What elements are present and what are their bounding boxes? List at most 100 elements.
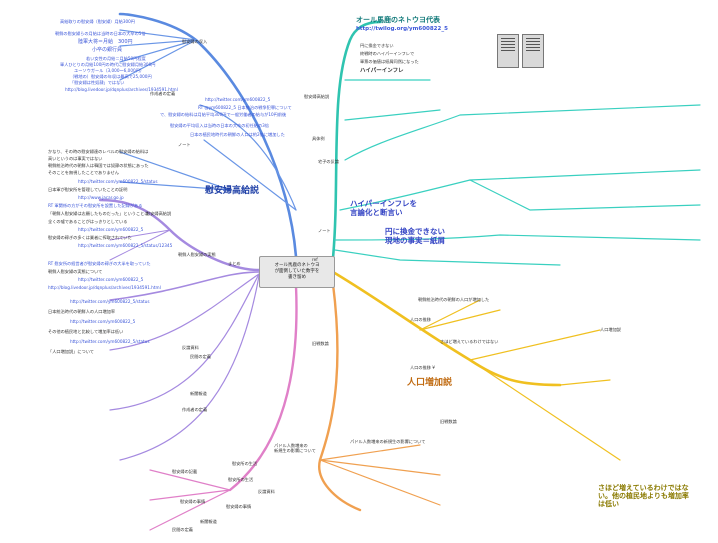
- central-topic-label: オール馬鹿のネトウヨ が面倒していた数字を 書き留め: [274, 263, 320, 280]
- node-label[interactable]: ハイパーインフレ: [360, 68, 404, 74]
- node-label[interactable]: 慰安婦の収入: [182, 39, 208, 44]
- node-label[interactable]: 旧戦数論: [312, 341, 329, 346]
- note-text[interactable]: で、慰安婦の給料は月給平均300円で一般労働者の給与が10円前後: [160, 112, 287, 117]
- note-text[interactable]: 朝鮮統治時代の朝鮮人は韓国では奴隷の状態にあった: [48, 163, 149, 168]
- branch-title-inflation[interactable]: ハイパーインフレを 言論化と断言い: [350, 199, 417, 217]
- central-topic[interactable]: オール馬鹿のネトウヨ が面倒していた数字を 書き留め: [259, 256, 335, 288]
- branch-title-exchange[interactable]: 円に換金できない 現地の事実＝紙屑: [385, 227, 445, 245]
- node-label[interactable]: 宅子の反論: [318, 159, 339, 164]
- node-label[interactable]: 慰安婦の事情: [226, 504, 252, 509]
- node-label[interactable]: 民間の定義: [172, 527, 193, 532]
- branch-blue-sub7: [119, 151, 231, 191]
- note-link[interactable]: http://twitter.com/ym600822_5: [78, 277, 144, 282]
- note-link[interactable]: http://twitter.com/ym600822_5: [70, 319, 136, 324]
- book-cover-2-icon: [522, 34, 544, 68]
- branch-teal-sub3: [344, 104, 701, 161]
- node-label[interactable]: 新聞報道: [200, 519, 217, 524]
- note-text[interactable]: 高いというのは事実ではない: [48, 156, 103, 161]
- note-link[interactable]: http://blog.livedoor.jp/dqnplus/archives…: [65, 87, 178, 92]
- note-text[interactable]: 朝鮮人慰安婦の実態について: [48, 269, 103, 274]
- node-label[interactable]: 慰安婦高給説: [146, 211, 172, 216]
- node-label[interactable]: 反論資料: [182, 345, 199, 350]
- node-label[interactable]: 具体例: [312, 136, 325, 141]
- note-link[interactable]: http://twitter.com/ym600822_5/status: [70, 299, 150, 304]
- note-text[interactable]: 朝鮮統治時代の朝鮮の人口が増加した: [418, 297, 490, 302]
- note-text[interactable]: （戦地の）慰安婦の年収は最高で25,000円: [70, 74, 152, 79]
- note-text[interactable]: 「慰安婦は性奴隷」ではない: [70, 80, 125, 85]
- branch-pink-sub1: [149, 469, 231, 491]
- branch-blue-sub8: [119, 181, 231, 191]
- note-text[interactable]: 「人口増加説」について: [48, 349, 94, 354]
- note-link[interactable]: http://www.jacar.go.jp: [78, 195, 124, 200]
- branch-title-main-blue[interactable]: 慰安婦高給説: [205, 186, 260, 196]
- note-text[interactable]: 日本軍が慰安所を管理していたことの証明: [48, 187, 128, 192]
- node-label[interactable]: 民間の定義: [190, 354, 211, 359]
- note-text[interactable]: 日本統治時代の朝鮮人の人口増加率: [48, 309, 116, 314]
- branch-teal-sub4: [339, 169, 701, 211]
- note-link[interactable]: http://twitter.com/ym600822_5: [205, 97, 271, 102]
- note-text[interactable]: RT 軍関係の方がその慰安所を設置した記録がある: [48, 203, 143, 208]
- node-label[interactable]: ノート: [318, 228, 331, 233]
- branch-title-url[interactable]: http://twilog.org/ym600822_5: [356, 26, 448, 32]
- note-text[interactable]: そのことを無視したことでありません: [48, 170, 119, 175]
- note-text[interactable]: 終戦時のハイパーインフレで: [360, 51, 415, 56]
- note-text[interactable]: RT @ym600822_5 日本統治の戦争犯罪について: [198, 105, 292, 110]
- note-text[interactable]: 日本の植民地時代の朝鮮の人口は約2倍に増加した: [190, 132, 285, 137]
- branch-title-teal[interactable]: オール馬鹿のネトウヨ代表: [356, 16, 440, 24]
- node-label[interactable]: 慰安所の生活: [232, 461, 258, 466]
- note-text[interactable]: 朝鮮の慰安婦らの月給は当時の日本の大卒の5倍: [55, 31, 146, 36]
- node-label[interactable]: 朝鮮人慰安婦の実態: [178, 252, 216, 257]
- note-text[interactable]: その他の植民地と比較して増加率は低い: [48, 329, 124, 334]
- node-label[interactable]: 慰安所の生活: [228, 477, 254, 482]
- note-text[interactable]: ユーソウガール（3,000〜6,000円）: [74, 68, 145, 73]
- note-text[interactable]: かなり、その時の慰安婦達のレベルの慰安婦の給料は: [48, 149, 149, 154]
- note-text[interactable]: 軍人ひとりの月給100円の時代に慰安婦月給300円: [60, 62, 156, 67]
- note-link[interactable]: http://twitter.com/ym600822_5/status: [78, 179, 158, 184]
- branch-yellow-sub4: [419, 309, 501, 331]
- note-text[interactable]: 慰安婦の稼ぎの多くは業者に搾取されていた: [48, 235, 132, 240]
- note-text[interactable]: 円に換金できない: [360, 43, 394, 48]
- note-link[interactable]: http://twitter.com/ym600822_5: [78, 227, 144, 232]
- note-link[interactable]: http://twitter.com/ym600822_5/status: [70, 339, 150, 344]
- branch-blue-main: [118, 12, 298, 259]
- node-label[interactable]: ノート: [178, 142, 191, 147]
- node-label[interactable]: パドル人数増来の 新規生の影響について: [274, 443, 316, 453]
- branch-yellow-main: [331, 270, 562, 387]
- note-text[interactable]: 陸軍大将＝月給 300円: [78, 39, 133, 45]
- branch-title-population[interactable]: 人口増加説: [407, 378, 453, 388]
- branch-pink-main: [228, 284, 298, 492]
- note-text[interactable]: 軍票の価値は紙屑同然になった: [360, 59, 419, 64]
- node-label[interactable]: 人口の推移: [410, 317, 431, 322]
- note-text[interactable]: 高給取りの慰安婦（慰安婦）月給300円: [60, 19, 135, 24]
- node-label[interactable]: 作成者の定義: [182, 407, 208, 412]
- node-label[interactable]: 旧戦数論: [440, 419, 457, 424]
- note-text[interactable]: さほど増えているわけではない: [440, 339, 499, 344]
- node-label[interactable]: 作成者の定義: [150, 91, 176, 96]
- branch-yellow-sub2: [469, 359, 621, 461]
- node-label[interactable]: 慰安婦高給説: [304, 94, 330, 99]
- note-text[interactable]: 小卒の銀行員: [92, 47, 123, 53]
- node-label[interactable]: 新聞報道: [190, 391, 207, 396]
- note-link[interactable]: http://blog.livedoor.jp/dqnplus/archives…: [48, 285, 161, 290]
- branch-orange-sub3: [319, 459, 441, 506]
- note-text[interactable]: 人口増加説: [600, 327, 621, 332]
- branch-purple-sub2: [109, 273, 260, 351]
- branch-blue-sub4: [119, 39, 197, 81]
- branch-purple-sub5: [109, 229, 171, 241]
- node-label[interactable]: 慰安婦の記載: [172, 469, 198, 474]
- node-label[interactable]: ref: [312, 257, 318, 262]
- node-label[interactable]: まとめ: [228, 261, 241, 266]
- note-text[interactable]: 「朝鮮人慰安婦は志願したものだった」ということは: [48, 211, 149, 216]
- node-label[interactable]: 反論資料: [258, 489, 275, 494]
- node-label[interactable]: 慰安婦の事情: [180, 499, 206, 504]
- note-text[interactable]: 慰安婦の平均収入は当時の日本の大卒の初任給の3倍: [170, 123, 269, 128]
- note-link[interactable]: http://twitter.com/ym600822_5/status/123…: [78, 243, 173, 248]
- note-text[interactable]: 若い女性の月給＝月給50円程度: [86, 56, 146, 61]
- node-label[interactable]: 人口の推移 ¥: [410, 365, 435, 370]
- note-text[interactable]: パドル人数増来の新規生の影響について: [350, 439, 426, 444]
- book-cover-1-icon: [497, 34, 519, 68]
- branch-title-conclusion[interactable]: さほど増えているわけではない。他の植民地よりも増加率は低い: [598, 484, 689, 509]
- note-text[interactable]: RT 慰安所の経営者が慰安婦の稼ぎの大半を取っていた: [48, 261, 151, 266]
- note-text[interactable]: 全くの嘘であることがはっきりとしている: [48, 219, 128, 224]
